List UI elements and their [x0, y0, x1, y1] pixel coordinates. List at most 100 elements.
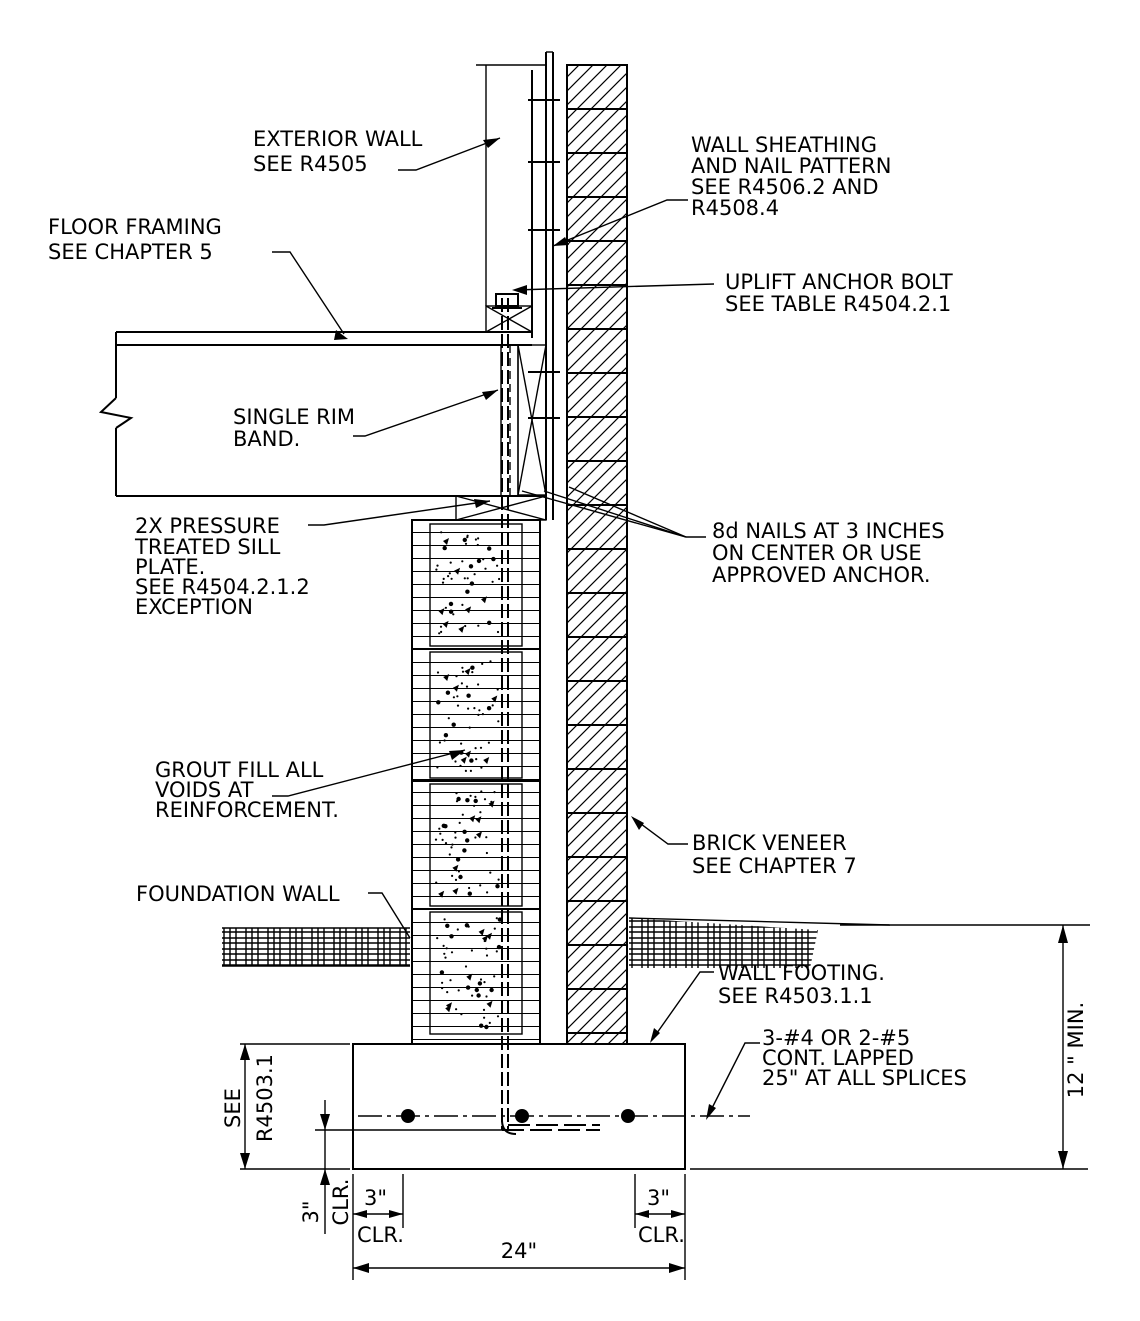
- grout-speck: [442, 577, 445, 581]
- grout-speck: [434, 838, 438, 841]
- grout-speck: [451, 722, 456, 727]
- grout-speck: [445, 947, 448, 950]
- grout-speck: [461, 813, 464, 816]
- grout-speck: [473, 798, 478, 804]
- sheathing-nails: [528, 99, 560, 419]
- grout-speck: [462, 848, 467, 853]
- grout-speck: [486, 706, 492, 711]
- grout-speck: [495, 884, 500, 889]
- grout-speck: [436, 564, 439, 567]
- grout-speck: [461, 560, 464, 563]
- grout-speck: [474, 538, 477, 541]
- label-grout-fill: GROUT FILL ALL VOIDS AT REINFORCEMENT.: [155, 758, 339, 822]
- grout-speck: [450, 846, 453, 849]
- grout-aggregate: [476, 831, 482, 839]
- grout-speck: [477, 537, 480, 540]
- rebar-dot: [515, 1109, 529, 1123]
- svg-text:SEE R4505: SEE R4505: [253, 152, 368, 176]
- grout-speck: [461, 670, 465, 673]
- grout-aggregate: [465, 750, 471, 758]
- grout-speck: [436, 671, 440, 674]
- dim-see: SEE: [221, 1088, 245, 1128]
- grout-aggregate: [482, 935, 488, 943]
- grout-speck: [448, 609, 454, 614]
- grout-speck: [467, 707, 470, 710]
- grout-speck: [450, 577, 453, 580]
- grout-aggregate: [491, 695, 498, 703]
- grout-speck: [485, 836, 488, 839]
- grout-speck: [442, 545, 447, 551]
- grout-speck: [464, 624, 467, 628]
- grout-speck: [489, 871, 492, 874]
- grout-speck: [448, 572, 451, 575]
- grout-speck: [455, 857, 461, 862]
- grout-aggregate: [488, 800, 495, 808]
- grout-speck: [449, 979, 452, 982]
- grout-speck: [469, 758, 474, 763]
- grout-speck: [462, 829, 467, 834]
- grout-speck: [469, 794, 472, 797]
- grout-speck: [441, 838, 444, 842]
- svg-text:VOIDS AT: VOIDS AT: [155, 778, 254, 802]
- label-wall-sheathing: WALL SHEATHING AND NAIL PATTERN SEE R450…: [691, 133, 891, 220]
- svg-text:2X PRESSURE: 2X PRESSURE: [135, 514, 280, 538]
- grout-speck: [484, 567, 487, 570]
- svg-text:APPROVED ANCHOR.: APPROVED ANCHOR.: [712, 563, 931, 587]
- grout-speck: [481, 662, 484, 666]
- grout-speck: [474, 795, 477, 799]
- grout-aggregate: [465, 606, 472, 614]
- dim-right-clr: CLR.: [638, 1223, 685, 1247]
- grout-speck: [436, 766, 439, 769]
- grout-speck: [491, 580, 494, 583]
- grout-speck: [465, 985, 471, 990]
- grout-speck: [496, 944, 502, 950]
- grout-speck: [489, 660, 492, 663]
- leader-lines: [272, 137, 760, 1120]
- grout-speck: [474, 836, 477, 839]
- grout-speck: [455, 675, 458, 678]
- grout-speck: [476, 558, 482, 564]
- grout-speck: [468, 726, 471, 729]
- grout-speck: [438, 632, 441, 635]
- grout-speck: [476, 993, 481, 998]
- grout-speck: [464, 965, 468, 968]
- grout-speck: [485, 954, 489, 957]
- grout-aggregate: [438, 890, 445, 898]
- grout-speck: [454, 878, 458, 882]
- grout-speck: [476, 543, 479, 547]
- svg-text:WALL SHEATHING: WALL SHEATHING: [691, 133, 877, 157]
- grout-speck: [438, 741, 441, 744]
- svg-text:TREATED SILL: TREATED SILL: [134, 535, 281, 559]
- grout-speck: [450, 951, 454, 954]
- grout-speck: [473, 573, 476, 576]
- grout-speck: [435, 881, 438, 884]
- grout-speck: [487, 546, 492, 551]
- svg-text:SEE CHAPTER 5: SEE CHAPTER 5: [48, 240, 213, 264]
- grout-aggregate: [454, 567, 461, 575]
- svg-text:SEE CHAPTER 7: SEE CHAPTER 7: [692, 854, 857, 878]
- grout-speck: [452, 613, 455, 616]
- svg-text:25" AT ALL SPLICES: 25" AT ALL SPLICES: [762, 1066, 967, 1090]
- grout-speck: [436, 937, 439, 940]
- grout-speck: [478, 709, 481, 712]
- svg-text:R4508.4: R4508.4: [691, 196, 779, 220]
- grout-speck: [471, 671, 474, 674]
- grout-speck: [464, 542, 468, 545]
- dim-left-clr: CLR.: [357, 1223, 404, 1247]
- grout-speck: [479, 884, 482, 887]
- grout-speck: [496, 688, 499, 691]
- grout-speck: [489, 987, 494, 993]
- grout-speck: [460, 682, 463, 685]
- grout-speck: [443, 824, 448, 829]
- grout-aggregate: [486, 1000, 493, 1008]
- grout-speck: [487, 741, 490, 744]
- grout-speck: [458, 874, 463, 880]
- grout-speck: [445, 690, 451, 695]
- grout-speck: [468, 564, 474, 569]
- grout-aggregate: [446, 1002, 452, 1010]
- grout-speck: [473, 707, 476, 710]
- grout-aggregate: [486, 932, 492, 940]
- grout-speck: [443, 733, 449, 738]
- grout-speck: [443, 952, 446, 955]
